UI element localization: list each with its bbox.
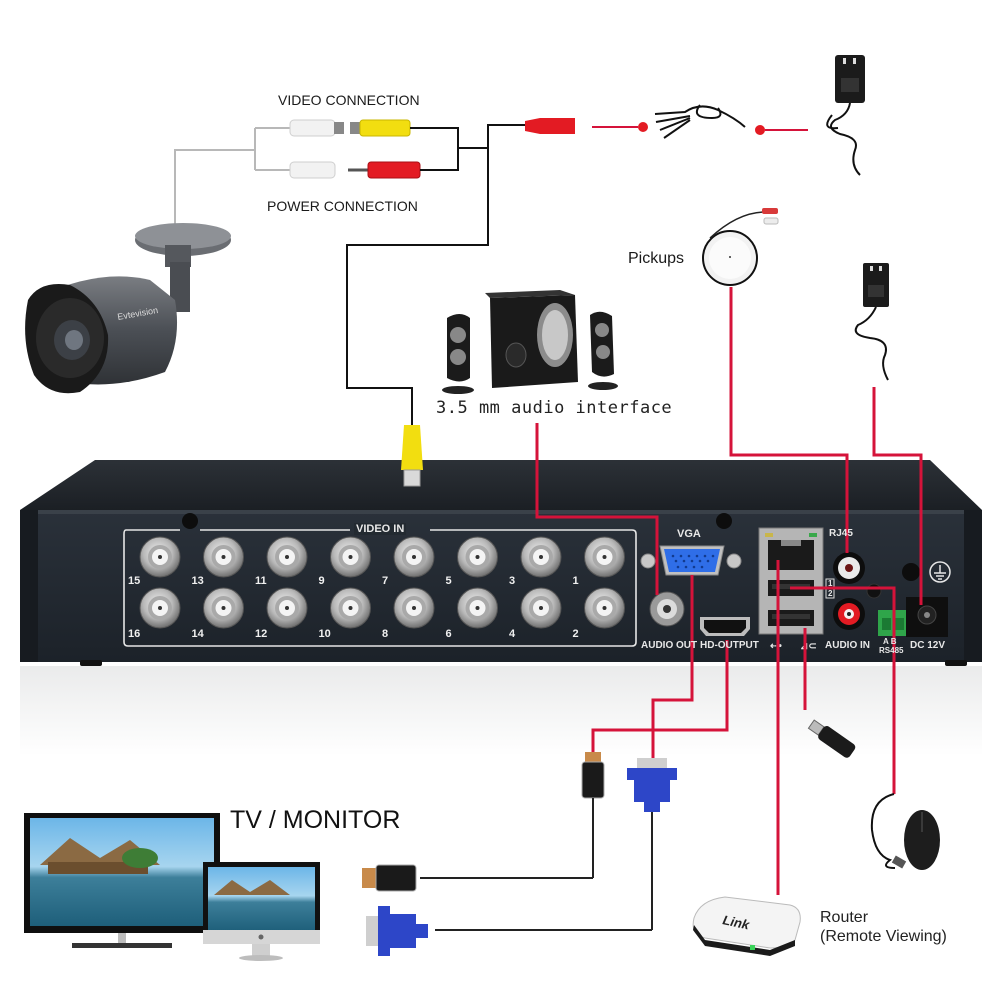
rj45-port[interactable] (768, 540, 814, 570)
power-connection-label: POWER CONNECTION (267, 198, 418, 214)
bnc-port-1[interactable] (584, 536, 625, 578)
bnc-port-11[interactable] (266, 536, 308, 578)
usb-symbol-icon: ⇠• (770, 641, 782, 652)
mouse-symbol-icon: ⊿⊂ (800, 641, 817, 652)
splitter-cable-icon (654, 104, 746, 139)
video-connection-label: VIDEO CONNECTION (278, 92, 420, 108)
port-number-label: 1 (572, 575, 579, 587)
screw (866, 583, 882, 599)
video-plug-yellow (401, 425, 423, 487)
line-dc-power (872, 387, 923, 605)
bnc-port-14[interactable] (203, 587, 244, 629)
video-power-pigtail (289, 119, 459, 179)
rj45-label: RJ45 (829, 528, 853, 539)
vga-connector-icon (435, 758, 677, 931)
line-hdmi (591, 640, 729, 752)
audio-out-label: AUDIO OUT (641, 640, 698, 651)
audio-rca-white-port[interactable] (833, 552, 865, 584)
camera-icon: Evtevision (25, 223, 231, 394)
camera-cable (174, 127, 290, 240)
bnc-port-4[interactable] (520, 587, 562, 629)
bnc-port-10[interactable] (330, 587, 371, 629)
rs485-ab-label: A B (883, 637, 897, 646)
line-mouse (790, 586, 896, 794)
hd-output-label: HD-OUTPUT (700, 640, 759, 651)
connection-lines (535, 287, 923, 895)
line-pickups (729, 287, 849, 553)
screw (902, 563, 920, 581)
port-number-label: 7 (382, 575, 389, 587)
video-in-ports (139, 536, 625, 629)
port-number-label: 9 (318, 575, 325, 587)
mouse-icon (870, 793, 940, 870)
bnc-port-12[interactable] (266, 587, 308, 629)
port-number-label: 10 (318, 628, 331, 640)
audio-out-port[interactable] (649, 591, 685, 627)
hdmi-connector-icon (362, 864, 417, 892)
bnc-port-7[interactable] (393, 536, 435, 578)
vga-connector-icon (366, 906, 428, 956)
dc-12v-label: DC 12V (910, 640, 946, 651)
usb-port-2[interactable] (768, 610, 814, 626)
line-vga (651, 575, 694, 765)
usb-drive-icon (807, 719, 856, 758)
power-link-dotted (592, 122, 808, 135)
power-adapter-icon (826, 55, 865, 176)
screw (716, 513, 732, 529)
port-number-label: 5 (445, 575, 452, 587)
bnc-port-15[interactable] (139, 536, 181, 578)
bnc-port-16[interactable] (139, 587, 181, 629)
usb-mark-2: 2 (828, 589, 833, 598)
port-number-label: 13 (191, 575, 204, 587)
bnc-port-6[interactable] (457, 587, 498, 629)
port-number-label: 4 (509, 628, 516, 640)
speakers-icon (442, 290, 618, 394)
tv-monitor-label: TV / MONITOR (230, 806, 401, 834)
dc-12v-port[interactable] (906, 597, 948, 637)
line-audio-out (535, 423, 659, 595)
power-plug-red (525, 118, 575, 134)
bnc-port-2[interactable] (584, 587, 625, 629)
tv-icon (24, 813, 220, 948)
bnc-port-9[interactable] (330, 536, 371, 578)
bnc-port-5[interactable] (457, 536, 498, 578)
audio-in-label: AUDIO IN (825, 640, 870, 651)
vga-label: VGA (677, 528, 701, 540)
hdmi-port[interactable] (700, 617, 750, 636)
bnc-port-3[interactable] (520, 536, 562, 578)
port-number-label: 12 (255, 628, 268, 640)
port-number-label: 11 (255, 575, 267, 587)
port-number-label: 8 (382, 628, 389, 640)
port-number-label: 2 (572, 628, 579, 640)
microphone-icon (702, 208, 779, 286)
port-number-label: 16 (128, 628, 141, 640)
port-number-label: 14 (191, 628, 204, 640)
video-in-label: VIDEO IN (354, 523, 407, 535)
screw (182, 513, 198, 529)
rs485-label: RS485 (879, 646, 904, 655)
monitor-icon (203, 862, 320, 961)
power-adapter-icon (854, 263, 889, 381)
vga-port[interactable] (640, 545, 742, 576)
router-label: Router (Remote Viewing) (820, 909, 947, 945)
port-number-label: 6 (445, 628, 452, 640)
port-number-label: 15 (128, 575, 141, 587)
pickups-label: Pickups (628, 250, 685, 267)
video-cable-black (346, 124, 525, 425)
usb-mark-1: 1 (828, 579, 833, 588)
audio-in-port[interactable] (833, 598, 865, 630)
bnc-port-8[interactable] (393, 587, 435, 629)
bnc-port-13[interactable] (203, 536, 244, 578)
hdmi-connector-icon (420, 752, 605, 879)
audio-interface-label: 3.5 mm audio interface (436, 398, 673, 418)
router-icon: Link (692, 896, 801, 956)
ground-icon (929, 561, 951, 583)
video-in-frame (123, 529, 637, 647)
port-number-label: 3 (509, 575, 516, 587)
router-brand: Link (721, 912, 751, 932)
